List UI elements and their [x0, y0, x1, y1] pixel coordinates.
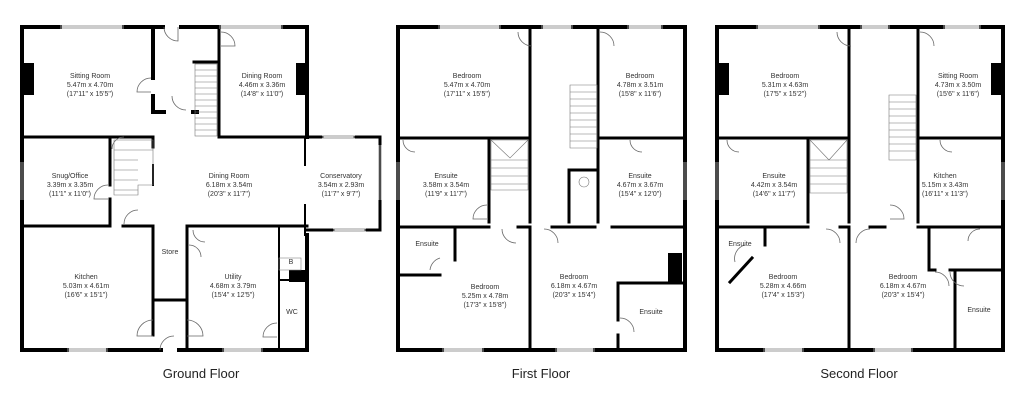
room-label-ensuite-4: Ensuite	[639, 309, 663, 316]
room-label-ensuite-3: Ensuite	[415, 241, 439, 248]
room-label-boiler: B	[288, 259, 294, 266]
room-label-ensuite-6: Ensuite	[728, 241, 752, 248]
room-label-ensuite-7: Ensuite	[967, 307, 991, 314]
first-floor-walls	[396, 25, 687, 352]
floor-title-ground: Ground Floor	[162, 366, 240, 381]
floor-title-second: Second Floor	[820, 366, 898, 381]
floor-title-first: First Floor	[511, 366, 571, 381]
room-label-store: Store	[161, 249, 179, 256]
fireplace-icon	[24, 63, 34, 95]
room-label-wc: WC	[286, 309, 298, 316]
second-floor-walls	[715, 25, 1005, 352]
